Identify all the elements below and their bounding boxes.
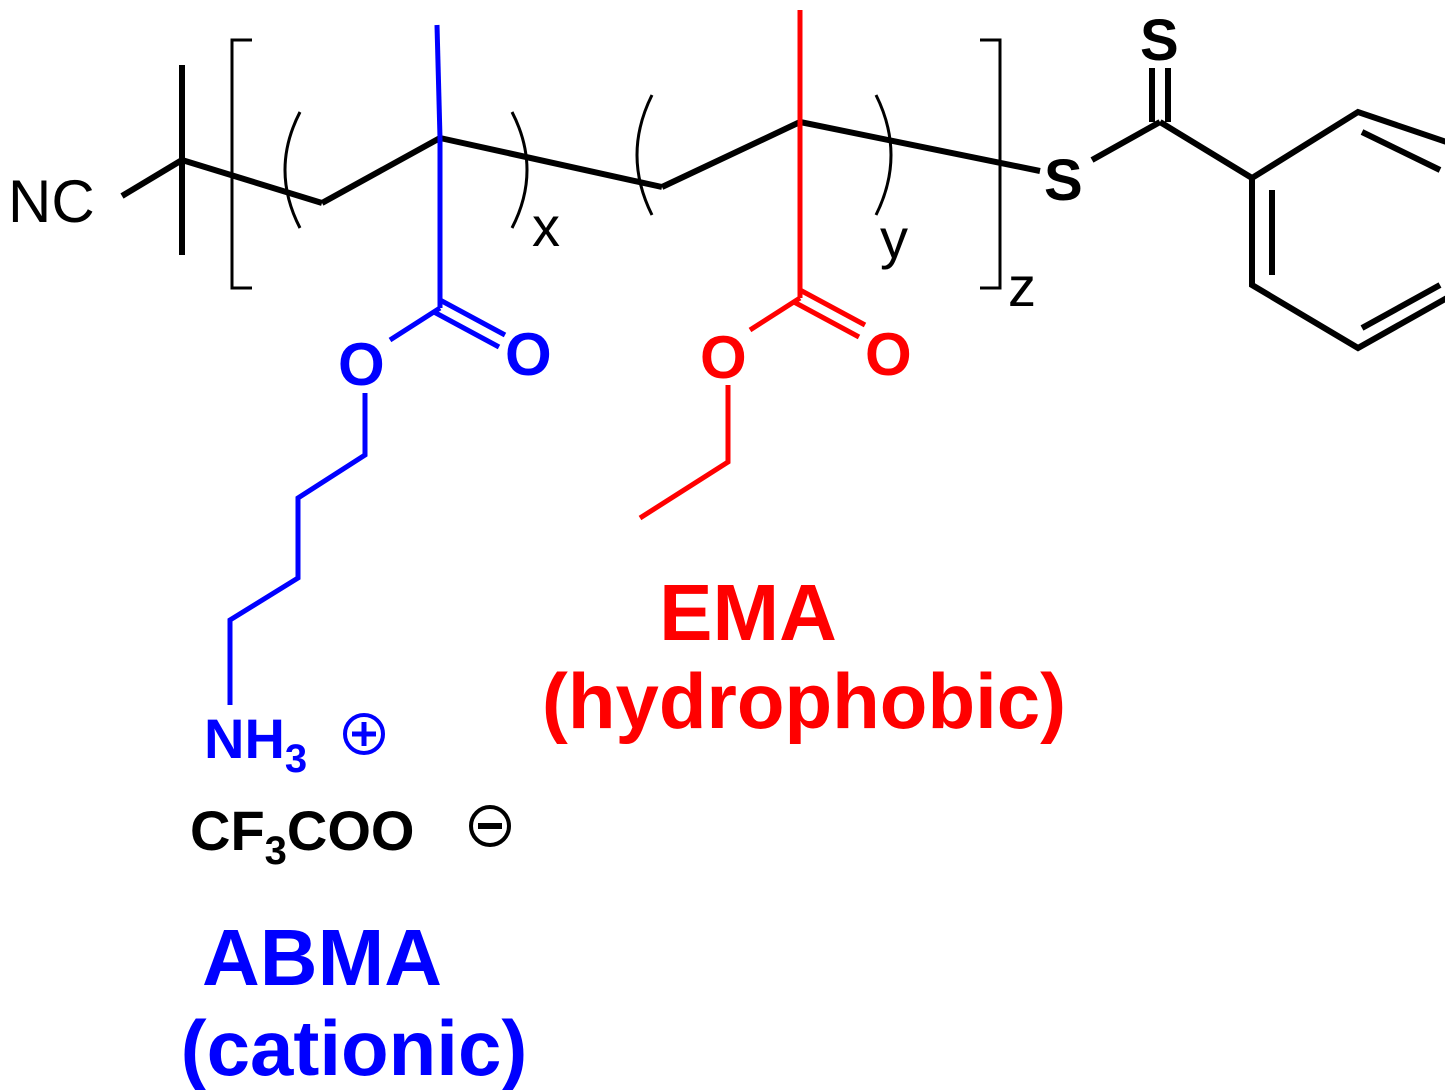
subscript-y: y (880, 207, 908, 270)
abma-sidechain (227, 24, 507, 705)
paren-y-open (635, 94, 654, 216)
minus-label: − (490, 833, 492, 835)
abma-name: ABMA (202, 913, 442, 1002)
chain-bond-1 (181, 157, 323, 206)
chain-bond-3 (439, 135, 663, 190)
subscript-z: z (1008, 255, 1036, 318)
negative-charge-icon: − (469, 805, 511, 847)
amine-subscript: 3 (285, 737, 307, 781)
close-square-bracket (980, 38, 1002, 290)
thione-s-label: S (1140, 8, 1179, 73)
paren-y-close (874, 94, 893, 216)
ema-name: EMA (659, 568, 837, 657)
abma-ether-o: O (338, 331, 385, 398)
abma-amine: NH3 (204, 707, 307, 781)
paren-x-open (283, 111, 302, 229)
subscript-x: x (532, 195, 560, 258)
open-square-bracket (230, 38, 252, 290)
counterion: CF3COO (190, 799, 414, 873)
abma-co-double-b (432, 309, 501, 350)
ema-ethyl-chain (638, 385, 731, 521)
abma-carbonyl-o: O (505, 321, 552, 388)
ema-role: (hydrophobic) (542, 657, 1066, 745)
benzene-ring (1249, 108, 1445, 352)
paren-x-close (510, 111, 529, 229)
abma-co-double-a (438, 297, 507, 338)
nc-bond (120, 157, 184, 199)
ema-carbonyl-o: O (865, 321, 912, 388)
nc-label: NC (8, 168, 95, 235)
abma-butyl-chain (227, 393, 368, 705)
chain-bond-4 (660, 119, 802, 190)
ring-inner-bottom (1360, 282, 1442, 331)
ema-co-single (748, 295, 802, 333)
ema-sidechain (638, 10, 867, 521)
phenyl-bond (1158, 119, 1254, 181)
abma-methyl (434, 24, 443, 139)
positive-charge-icon: + (343, 713, 385, 755)
chain-bond-5 (799, 119, 1041, 174)
thioester-s-label: S (1044, 148, 1083, 213)
chain-bond-2 (320, 135, 442, 206)
ema-ether-o: O (700, 324, 747, 391)
abma-co-single (388, 305, 442, 343)
backbone (120, 65, 1254, 255)
ring-outer (1249, 108, 1445, 352)
ema-co-double-b (792, 299, 861, 340)
ema-co-double-a (798, 287, 867, 328)
thioester-bond (1090, 119, 1162, 163)
ring-inner-top (1360, 129, 1442, 173)
brackets (230, 38, 1002, 290)
counterion-subscript: 3 (265, 829, 287, 873)
abma-role: (cationic) (181, 1004, 528, 1090)
